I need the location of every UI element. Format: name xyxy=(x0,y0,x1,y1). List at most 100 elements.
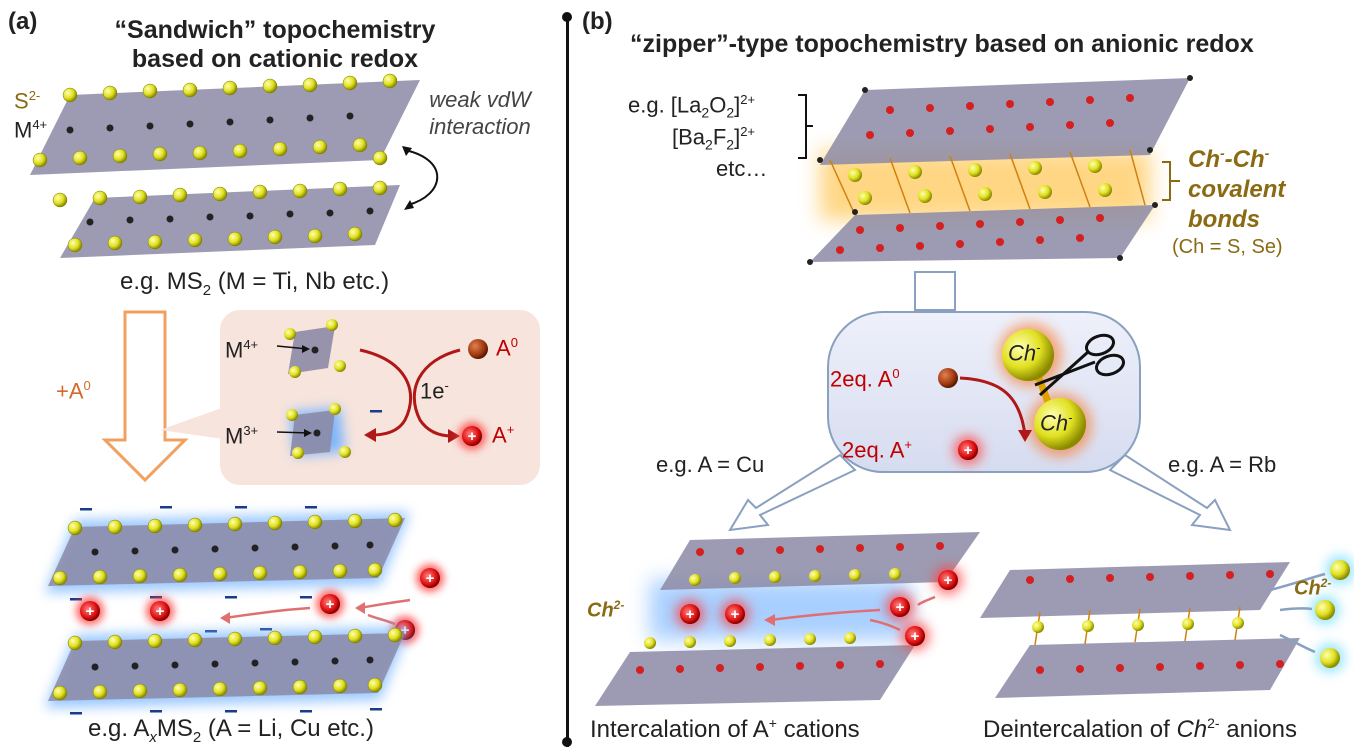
divider-top-dot xyxy=(562,12,572,22)
capsule-a0-text: 2eq. A xyxy=(830,366,893,392)
intercalation-caption-part1: Intercalation of A xyxy=(590,716,769,743)
ch2-label-right: Ch2- xyxy=(1294,576,1331,601)
capsule-input-arrow xyxy=(914,271,956,311)
capsule-a0-label: 2eq. A0 xyxy=(830,366,900,392)
layer-ex2-part3: ] xyxy=(734,124,741,150)
layer-ex1-part2: O xyxy=(709,92,727,118)
svg-text:+: + xyxy=(426,570,435,587)
left-branch-arrow xyxy=(728,453,857,532)
inset-a0-sup: 0 xyxy=(510,335,518,350)
panel-a-label: (a) xyxy=(8,8,38,35)
intercalation-caption-part2: cations xyxy=(776,716,860,743)
ms2-slab-top xyxy=(30,73,420,175)
capsule-a0-sup: 0 xyxy=(892,366,900,381)
left-example-label: e.g. A = Cu xyxy=(656,452,765,477)
deintercalation-caption-ch: Ch xyxy=(1176,716,1208,743)
divider-bottom-dot xyxy=(562,737,572,747)
svg-text:+: + xyxy=(326,596,335,613)
capsule-ch-bottom-sup: - xyxy=(1068,410,1073,425)
sulfur-label: S2- xyxy=(14,88,40,114)
axms2-sub: 2 xyxy=(192,728,202,746)
capsule-aplus-text: 2eq. A xyxy=(842,437,905,463)
inset-electron-sup: - xyxy=(444,378,449,393)
intercalation-caption-sup: + xyxy=(768,715,777,731)
deintercalated-structure xyxy=(980,556,1354,698)
deintercalation-caption-part1: Deintercalation of xyxy=(983,716,1177,743)
layer-ex2-part2: F xyxy=(712,124,727,150)
layer-example-1: e.g. [La2O2]2+ xyxy=(628,92,755,121)
ch2-right-sup: 2- xyxy=(1320,576,1332,590)
axms2-example-label: e.g. AxMS2 (A = Li, Cu etc.) xyxy=(88,715,374,746)
inset-m4-charge: 4+ xyxy=(243,337,259,352)
layer-ex1-sub2: 2 xyxy=(726,104,735,121)
scissors-icon xyxy=(1034,333,1126,397)
panel-b-graphics: + + + + + + xyxy=(595,75,1354,706)
capsule-ch-bottom: Ch- xyxy=(1040,410,1072,436)
inset-m4-symbol: M xyxy=(225,337,244,363)
svg-text:+: + xyxy=(731,606,740,623)
inset-aplus-text: A xyxy=(492,422,507,448)
capsule-ch-top-sup: - xyxy=(1036,340,1041,355)
axms2-x: x xyxy=(149,728,157,746)
vdw-line2: interaction xyxy=(429,114,531,139)
inset-m3-symbol: M xyxy=(225,423,244,449)
layer-bracket xyxy=(798,94,807,159)
bond-label: Ch--Ch- covalent bonds xyxy=(1188,138,1285,235)
metal-label: M4+ xyxy=(14,117,47,143)
capsule-ch-bottom-text: Ch xyxy=(1040,410,1069,436)
inset-electron-text: 1e xyxy=(420,378,445,404)
inset-m4-label: M4+ xyxy=(225,337,258,363)
ms2-label-part2: (M = Ti, Nb etc.) xyxy=(211,268,390,295)
svg-text:+: + xyxy=(156,603,165,620)
inset-electron-label: 1e- xyxy=(420,378,449,404)
panel-divider xyxy=(566,18,569,747)
ms2-label-part1: e.g. MS xyxy=(120,268,203,295)
svg-text:+: + xyxy=(944,572,953,589)
axms2-slab-upper xyxy=(45,506,410,601)
panel-a-title-line2: based on cationic redox xyxy=(131,45,419,73)
ch-definition: (Ch = S, Se) xyxy=(1172,236,1283,258)
vdw-arrowhead-top xyxy=(402,146,412,156)
inset-aplus-label: A+ xyxy=(492,422,514,448)
bond-ch2-sup: - xyxy=(1264,145,1270,161)
vdw-arrowhead-bottom xyxy=(404,200,414,210)
capsule-aplus-label: 2eq. A+ xyxy=(842,437,912,463)
metal-symbol: M xyxy=(14,117,33,143)
vdw-line1: weak vdW xyxy=(429,87,531,112)
ms2-slab-second xyxy=(52,180,400,258)
axms2-part1: e.g. A xyxy=(88,715,150,742)
layer-ex1-sup: 2+ xyxy=(740,92,756,107)
svg-text:+: + xyxy=(468,428,477,445)
ms2-example-label: e.g. MS2 (M = Ti, Nb etc.) xyxy=(120,268,389,299)
panel-a-graphics: + + + xyxy=(30,73,540,715)
panel-a-title: “Sandwich” topochemistry based on cation… xyxy=(80,16,470,74)
bond-label-line1: Ch--Ch- xyxy=(1188,138,1285,175)
bond-bracket xyxy=(1162,161,1171,201)
deintercalation-caption-part2: anions xyxy=(1219,716,1297,743)
metal-charge: 4+ xyxy=(32,117,48,132)
sulfur-symbol: S xyxy=(14,88,29,114)
ch2-left-text: Ch xyxy=(587,599,614,622)
svg-text:+: + xyxy=(86,603,95,620)
layer-ex2-sub1: 2 xyxy=(705,136,713,153)
capsule-aplus-sup: + xyxy=(904,437,912,452)
layer-ex2-part1: [Ba xyxy=(672,124,706,150)
orange-down-arrow xyxy=(101,310,189,483)
inset-a0-text: A xyxy=(496,335,511,361)
axms2-part2: MS xyxy=(156,715,193,742)
panel-b-title: “zipper”-type topochemistry based on ani… xyxy=(630,30,1254,58)
layer-ex1-part3: ] xyxy=(734,92,741,118)
svg-text:+: + xyxy=(896,599,905,616)
panel-b-label: (b) xyxy=(582,8,613,35)
sulfur-charge: 2- xyxy=(28,88,41,103)
ms2-label-sub: 2 xyxy=(202,281,212,299)
axms2-slab-lower xyxy=(45,627,410,715)
bond-ch1: Ch xyxy=(1188,146,1220,173)
svg-text:+: + xyxy=(686,606,695,623)
svg-text:+: + xyxy=(911,628,920,645)
inset-m3-charge: 3+ xyxy=(243,423,259,438)
layer-ex1-part1: e.g. [La xyxy=(628,92,702,118)
zipper-capsule: + xyxy=(827,311,1141,473)
inset-a0-label: A0 xyxy=(496,335,518,361)
bond-ch2: -Ch xyxy=(1224,146,1265,173)
